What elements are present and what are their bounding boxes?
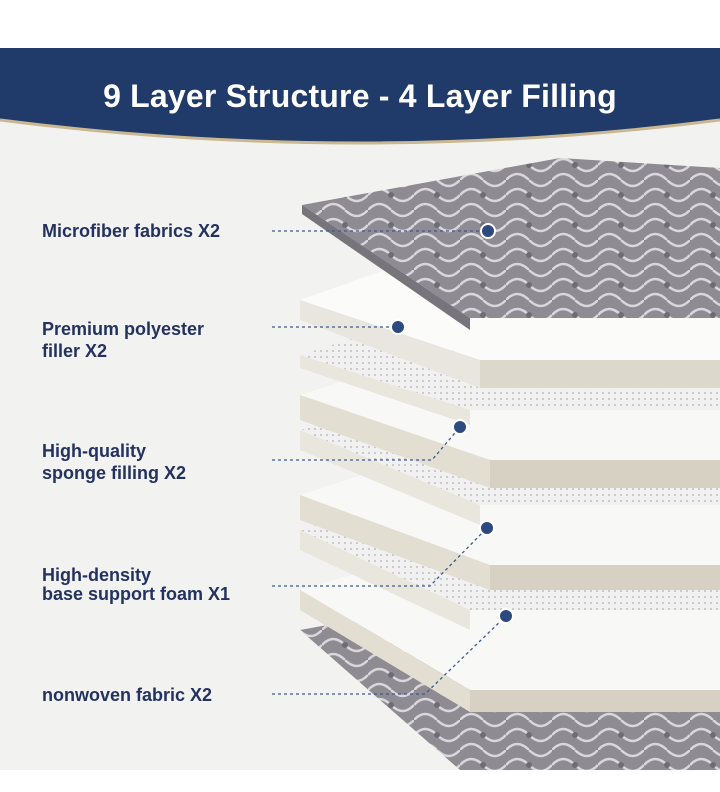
top-microfiber-fabric bbox=[302, 158, 720, 330]
label-polyester-filler: Premium polyester filler X2 bbox=[42, 319, 205, 361]
marker-dot-base-foam bbox=[479, 520, 495, 536]
marker-dot-nonwoven bbox=[498, 608, 514, 624]
marker-dots bbox=[390, 223, 514, 624]
banner-title: 9 Layer Structure - 4 Layer Filling bbox=[103, 78, 617, 114]
label-nonwoven-fabric: nonwoven fabric X2 bbox=[42, 685, 213, 705]
title-banner bbox=[0, 48, 720, 156]
label-sponge-filling: High-quality sponge filling X2 bbox=[42, 441, 187, 483]
label-microfiber-fabrics: Microfiber fabrics X2 bbox=[42, 221, 221, 241]
marker-dot-polyester bbox=[390, 319, 406, 335]
leader-lines bbox=[272, 230, 507, 695]
marker-dot-sponge bbox=[452, 419, 468, 435]
label-base-support-foam: High-density base support foam X1 bbox=[42, 565, 231, 604]
marker-dot-microfiber bbox=[480, 223, 496, 239]
